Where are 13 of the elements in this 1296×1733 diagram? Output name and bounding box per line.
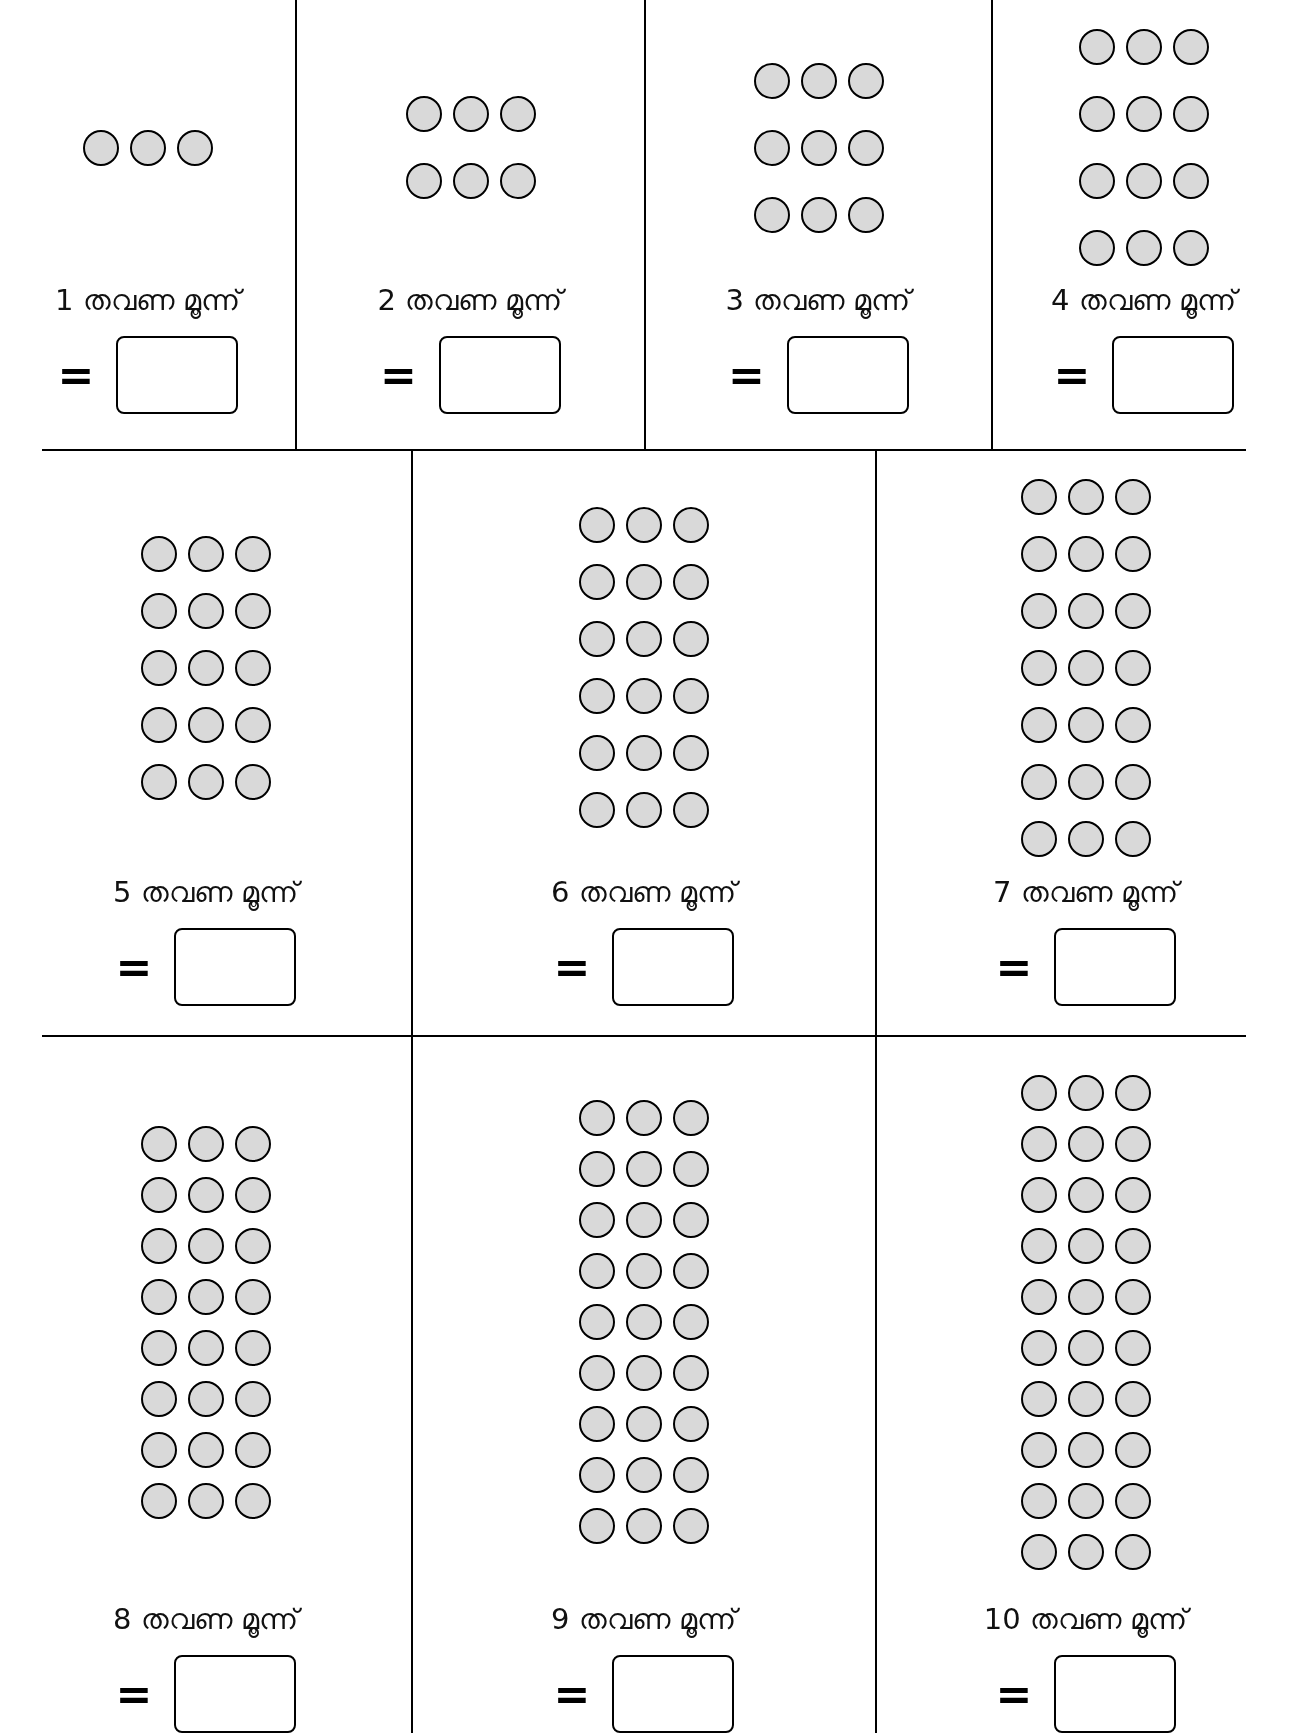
multiplication-caption: 2 തവണ മൂന്ന് [377,283,564,318]
equals-sign: = [1053,353,1091,397]
equals-sign: = [995,945,1033,989]
equals-sign: = [995,1672,1033,1716]
equals-sign: = [553,945,591,989]
equals-sign: = [115,1672,153,1716]
multiplication-caption: 10 തവണ മൂന്ന് [983,1602,1189,1637]
equals-sign: = [728,353,765,397]
multiplication-caption: 3 തവണ മൂന്ന് [725,283,912,318]
equals-sign: = [57,353,95,397]
equals-sign: = [380,353,417,397]
equals-sign: = [553,1672,591,1716]
equals-sign: = [115,945,153,989]
